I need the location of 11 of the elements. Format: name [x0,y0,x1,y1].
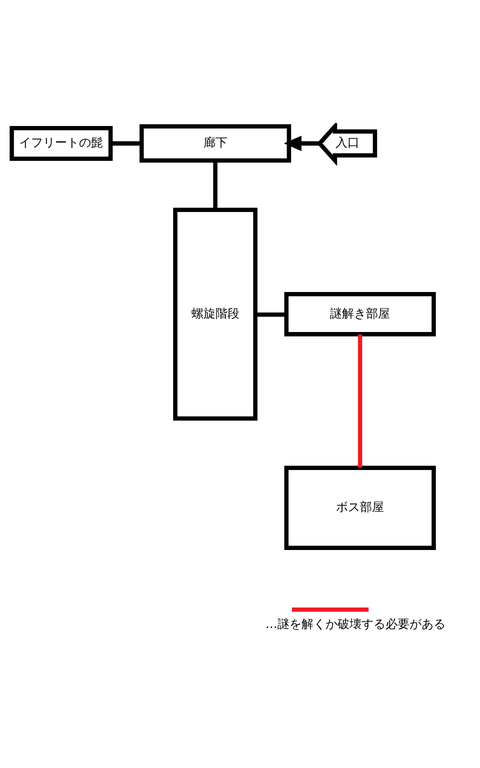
node-box: 廊下 [140,124,292,163]
node-box: 螺旋階段 [173,208,258,421]
legend-label: …謎を解くか破壊する必要がある [266,617,446,632]
arrow [284,136,320,152]
connector [110,141,142,146]
connector [213,160,218,210]
node-box: 謎解き部屋 [284,292,436,336]
connector [256,312,286,317]
node-box: イフリートの髭 [10,126,113,161]
connector [358,334,362,468]
node-box: ボス部屋 [284,466,436,550]
